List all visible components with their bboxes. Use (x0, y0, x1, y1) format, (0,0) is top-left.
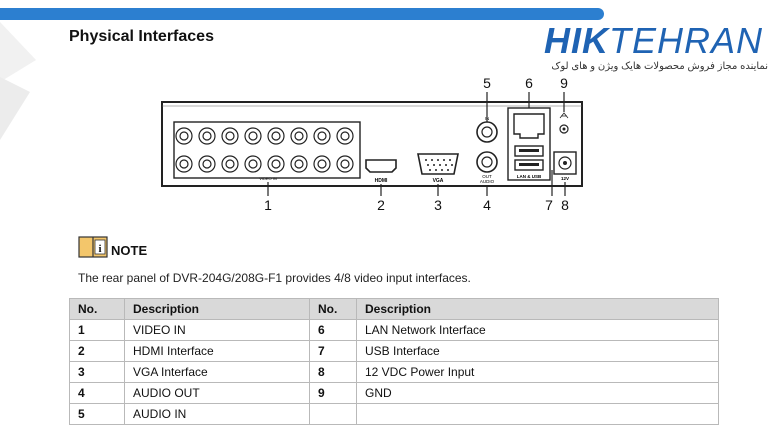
rear-panel-diagram: VIDEO IN HDMI VGA IN OUT AUDIO LAN & USB… (161, 75, 583, 213)
usb-port-1 (514, 145, 544, 157)
callout-6: 6 (525, 75, 533, 91)
vga-port (417, 153, 459, 175)
table-cell: 4 (69, 382, 125, 404)
table-cell: 2 (69, 340, 125, 362)
table-cell: AUDIO OUT (124, 382, 310, 404)
lan-port (513, 113, 545, 139)
bnc-connector (198, 155, 216, 173)
bnc-connector (290, 155, 308, 173)
bnc-connector (313, 155, 331, 173)
gnd-terminal (559, 124, 569, 134)
table-header-description-1: Description (124, 298, 310, 320)
ground-symbol-icon (559, 112, 569, 119)
table-cell: LAN Network Interface (356, 319, 719, 341)
table-header-no-2: No. (309, 298, 357, 320)
logo-brand-light: TEHRAN (609, 20, 764, 61)
callout-4: 4 (483, 197, 491, 213)
table-header-description-2: Description (356, 298, 719, 320)
audio-out-port-label-2: AUDIO (480, 179, 495, 184)
table-cell: VIDEO IN (124, 319, 310, 341)
bnc-connector (313, 127, 331, 145)
device-outline (161, 101, 583, 187)
bnc-connector (290, 127, 308, 145)
table-cell: 3 (69, 361, 125, 383)
table-row: 3 VGA Interface 8 12 VDC Power Input (69, 361, 719, 383)
table-row: 1 VIDEO IN 6 LAN Network Interface (69, 319, 719, 341)
audio-out-port (476, 151, 498, 173)
table-cell: 8 (309, 361, 357, 383)
audio-out-port-label-1: OUT (482, 174, 492, 179)
table-header-row: No. Description No. Description (69, 298, 719, 320)
video-in-block (173, 121, 361, 179)
decorative-shapes (0, 22, 36, 140)
power-port-label: 12V (561, 176, 569, 181)
bnc-connector (244, 155, 262, 173)
table-cell (356, 403, 719, 425)
bnc-connector (221, 127, 239, 145)
bnc-connector (175, 127, 193, 145)
bnc-connectors (175, 127, 354, 173)
table-header-no-1: No. (69, 298, 125, 320)
table-cell: 12 VDC Power Input (356, 361, 719, 383)
table-cell: 9 (309, 382, 357, 404)
svg-text:i: i (98, 243, 101, 255)
table-row: 5 AUDIO IN (69, 403, 719, 425)
table-cell: 5 (69, 403, 125, 425)
table-cell: HDMI Interface (124, 340, 310, 362)
table-cell: USB Interface (356, 340, 719, 362)
video-in-port-label: VIDEO IN (259, 176, 277, 181)
note-book-icon: i (78, 236, 108, 258)
logo-tagline: نماینده مجاز فروش محصولات هایک ویژن و ها… (551, 61, 768, 72)
table-row: 2 HDMI Interface 7 USB Interface (69, 340, 719, 362)
page-title: Physical Interfaces (69, 28, 214, 45)
table-cell: VGA Interface (124, 361, 310, 383)
callout-3: 3 (434, 197, 442, 213)
note-label: NOTE (111, 243, 148, 258)
table-cell: 7 (309, 340, 357, 362)
interface-table: No. Description No. Description 1 VIDEO … (69, 298, 719, 425)
audio-in-port (476, 121, 498, 143)
callout-7: 7 (545, 197, 553, 213)
bnc-connector (267, 127, 285, 145)
hdmi-port-label: HDMI (375, 178, 388, 184)
brand-logo: HIKTEHRAN (544, 22, 770, 60)
callout-9: 9 (560, 75, 568, 91)
power-port (553, 151, 577, 175)
bnc-connector (336, 127, 354, 145)
usb-port-2 (514, 159, 544, 171)
bnc-connector (267, 155, 285, 173)
bnc-connector (244, 127, 262, 145)
bnc-connector (336, 155, 354, 173)
logo-brand-bold: HIK (544, 20, 609, 61)
table-cell (309, 403, 357, 425)
callout-2: 2 (377, 197, 385, 213)
bnc-connector (175, 155, 193, 173)
lan-usb-port-label: LAN & USB (517, 174, 542, 179)
bnc-connector (221, 155, 239, 173)
vga-port-label: VGA (433, 178, 444, 184)
note-text: The rear panel of DVR-204G/208G-F1 provi… (78, 271, 471, 285)
table-cell: 6 (309, 319, 357, 341)
callout-1: 1 (264, 197, 272, 213)
hdmi-port (365, 159, 397, 173)
callout-8: 8 (561, 197, 569, 213)
table-cell: AUDIO IN (124, 403, 310, 425)
table-row: 4 AUDIO OUT 9 GND (69, 382, 719, 404)
table-cell: GND (356, 382, 719, 404)
top-accent-bar (0, 8, 604, 20)
bnc-connector (198, 127, 216, 145)
callout-5: 5 (483, 75, 491, 91)
table-cell: 1 (69, 319, 125, 341)
